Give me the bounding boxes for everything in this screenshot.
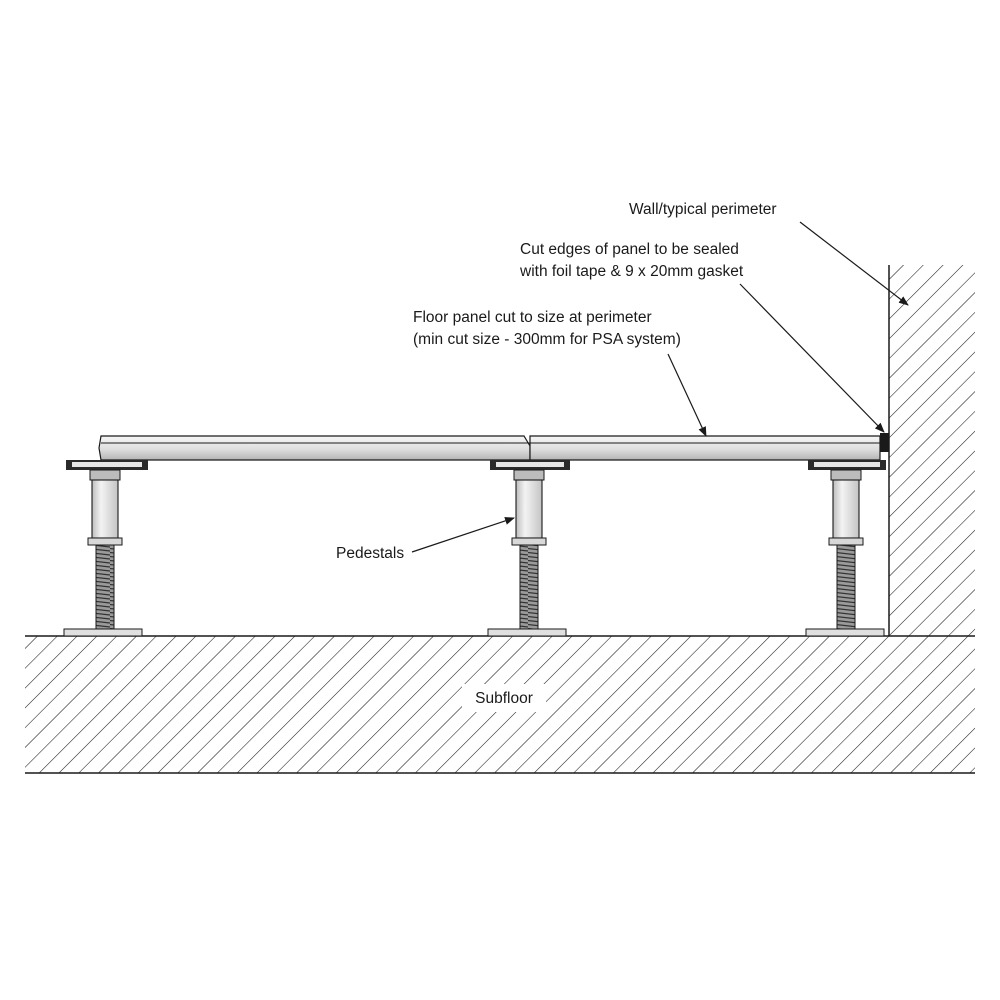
wall-label: Wall/typical perimeter [629, 201, 777, 218]
pedestal-left [63, 460, 148, 637]
floor-panel-label-line2: (min cut size - 300mm for PSA system) [413, 331, 681, 348]
wall-leader-arrow [799, 221, 909, 306]
subfloor-slab: Subfloor [25, 635, 975, 774]
pedestal-middle [487, 460, 570, 637]
subfloor-label: Subfloor [475, 690, 533, 707]
pedestals-leader-arrow [411, 517, 515, 553]
gasket-seal [880, 433, 889, 452]
cut-edges-leader-arrow [739, 283, 885, 433]
cut-edges-label-line2: with foil tape & 9 x 20mm gasket [519, 263, 744, 280]
floor-panel-left [98, 435, 531, 461]
floor-panel-cut [529, 435, 881, 461]
perimeter-wall [888, 265, 975, 636]
cut-edges-label-line1: Cut edges of panel to be sealed [520, 241, 739, 258]
floor-panel-leader-arrow [667, 353, 707, 437]
pedestals-label: Pedestals [336, 545, 404, 562]
floor-panels [98, 433, 889, 461]
pedestal-right [805, 460, 886, 637]
floor-panel-label-line1: Floor panel cut to size at perimeter [413, 309, 652, 326]
